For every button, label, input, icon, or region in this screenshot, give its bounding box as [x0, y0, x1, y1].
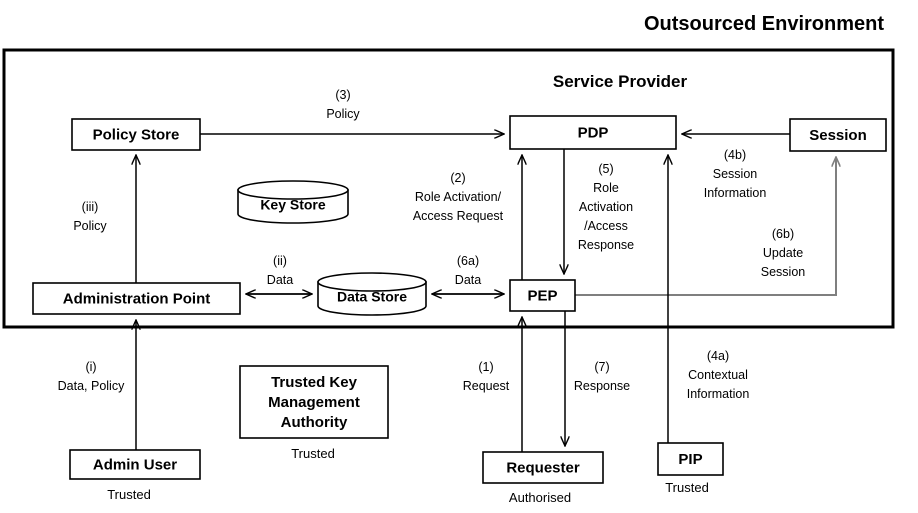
svg-text:Information: Information [687, 387, 750, 401]
svg-text:(1): (1) [478, 360, 493, 374]
node-pip[interactable]: PIP [657, 442, 724, 476]
node-label-administration-point: Administration Point [63, 290, 211, 307]
svg-text:Data: Data [455, 273, 481, 287]
node-administration-point[interactable]: Administration Point [32, 282, 241, 315]
svg-text:(3): (3) [335, 88, 350, 102]
node-policy-store[interactable]: Policy Store [71, 118, 201, 151]
edge-label-6b: (6b) Update Session [761, 227, 806, 279]
svg-text:Policy: Policy [326, 107, 360, 121]
svg-text:Response: Response [574, 379, 630, 393]
edge-label-iii: (iii) Policy [73, 200, 107, 233]
svg-text:(5): (5) [598, 162, 613, 176]
svg-text:(7): (7) [594, 360, 609, 374]
edge-label-2: (2) Role Activation/ Access Request [413, 171, 504, 223]
node-label-pep: PEP [527, 287, 557, 304]
svg-text:(i): (i) [85, 360, 96, 374]
svg-text:(ii): (ii) [273, 254, 287, 268]
node-data-store[interactable]: Data Store [317, 272, 427, 316]
svg-text:Contextual: Contextual [688, 368, 748, 382]
caption-trusted-key-management-authority: Trusted [291, 446, 335, 461]
svg-text:Policy: Policy [73, 219, 107, 233]
svg-text:Response: Response [578, 238, 634, 252]
outsourced-environment-title: Outsourced Environment [644, 13, 884, 35]
edge-label-i: (i) Data, Policy [58, 360, 125, 393]
node-admin-user[interactable]: Admin User [69, 449, 201, 480]
node-label-tkma-line3: Authority [281, 414, 348, 431]
svg-text:Information: Information [704, 186, 767, 200]
svg-text:Data: Data [267, 273, 293, 287]
svg-text:Role Activation/: Role Activation/ [415, 190, 502, 204]
caption-admin-user: Trusted [107, 487, 151, 502]
node-key-store[interactable]: Key Store [237, 180, 349, 224]
node-pdp[interactable]: PDP [509, 115, 677, 150]
caption-requester: Authorised [509, 490, 571, 505]
node-trusted-key-management-authority[interactable]: Trusted Key Management Authority [239, 365, 389, 439]
edge-label-1: (1) Request [463, 360, 510, 393]
node-label-pdp: PDP [578, 124, 609, 141]
node-pep[interactable]: PEP [509, 279, 576, 312]
svg-text:Update: Update [763, 246, 803, 260]
caption-pip: Trusted [665, 480, 709, 495]
svg-text:Data, Policy: Data, Policy [58, 379, 125, 393]
svg-text:(2): (2) [450, 171, 465, 185]
svg-text:Session: Session [713, 167, 758, 181]
node-label-session: Session [809, 127, 867, 144]
node-label-policy-store: Policy Store [93, 126, 180, 143]
node-session[interactable]: Session [789, 118, 887, 152]
edge-label-4a: (4a) Contextual Information [687, 349, 750, 401]
edge-label-ii: (ii) Data [267, 254, 293, 287]
svg-text:Access Request: Access Request [413, 209, 504, 223]
node-label-pip: PIP [678, 451, 702, 468]
svg-text:(4a): (4a) [707, 349, 729, 363]
edge-label-7: (7) Response [574, 360, 630, 393]
svg-text:Session: Session [761, 265, 806, 279]
connector-pep-to-session [575, 157, 836, 296]
svg-text:Role: Role [593, 181, 619, 195]
node-label-admin-user: Admin User [93, 456, 177, 473]
svg-text:/Access: /Access [584, 219, 628, 233]
node-label-requester: Requester [506, 459, 580, 476]
svg-text:Request: Request [463, 379, 510, 393]
edge-label-4b: (4b) Session Information [704, 148, 767, 200]
service-provider-boundary [2, 48, 895, 329]
node-label-key-store: Key Store [260, 197, 326, 213]
svg-text:Activation: Activation [579, 200, 633, 214]
edge-label-6a: (6a) Data [455, 254, 481, 287]
edge-label-3: (3) Policy [326, 88, 360, 121]
node-requester[interactable]: Requester [482, 451, 604, 484]
svg-text:(6a): (6a) [457, 254, 479, 268]
edge-label-5: (5) Role Activation /Access Response [578, 162, 634, 252]
service-provider-title: Service Provider [553, 72, 688, 91]
svg-text:(4b): (4b) [724, 148, 746, 162]
node-label-tkma-line2: Management [268, 394, 360, 411]
svg-text:(6b): (6b) [772, 227, 794, 241]
node-label-data-store: Data Store [337, 289, 407, 305]
node-label-tkma-line1: Trusted Key [271, 374, 358, 391]
svg-text:(iii): (iii) [82, 200, 99, 214]
